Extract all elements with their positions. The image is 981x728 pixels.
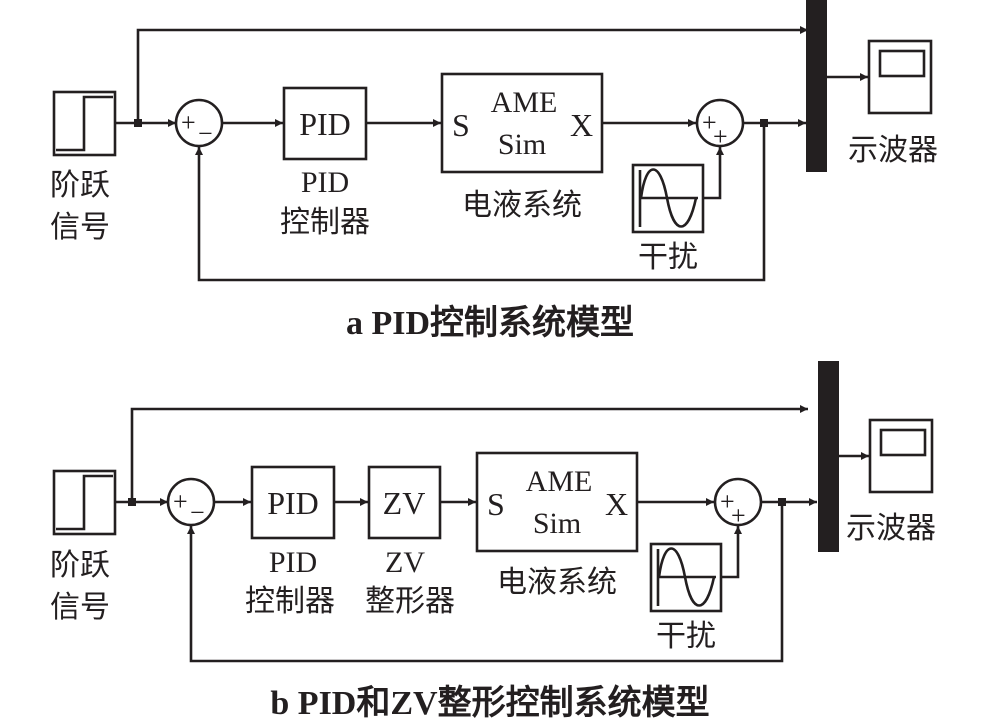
sum2-plus-sign-2: + bbox=[731, 501, 746, 530]
sum2-plus-sign-1: + bbox=[720, 487, 735, 516]
step-label-line1: 阶跃 bbox=[50, 168, 110, 203]
amesim-text-sim: Sim bbox=[498, 128, 546, 161]
scope-label: 示波器 bbox=[846, 511, 936, 546]
scope-block[interactable] bbox=[867, 39, 933, 115]
sum-junction-1[interactable]: + − bbox=[174, 98, 224, 148]
pid-controller-block[interactable]: PID bbox=[250, 465, 336, 540]
amesim-plant-block[interactable]: S AME Sim X bbox=[440, 72, 604, 174]
plant-label: 电液系统 bbox=[462, 188, 582, 223]
disturbance-label: 干扰 bbox=[638, 240, 698, 275]
scope-block[interactable] bbox=[868, 418, 934, 494]
zv-label-line1: ZV bbox=[385, 546, 425, 579]
amesim-port-s: S bbox=[452, 107, 470, 143]
step-label-line2: 信号 bbox=[50, 590, 110, 625]
disturbance-block[interactable] bbox=[649, 542, 723, 613]
signal-reference-to-mux bbox=[136, 26, 808, 123]
amesim-port-s: S bbox=[487, 486, 505, 522]
step-block[interactable] bbox=[52, 90, 117, 157]
step-label-line2: 信号 bbox=[50, 210, 110, 245]
pid-block-text: PID bbox=[299, 106, 351, 142]
caption-b: b PID和ZV整形控制系统模型 bbox=[270, 684, 709, 722]
zv-block-text: ZV bbox=[383, 485, 426, 521]
sum1-minus-sign: − bbox=[190, 498, 205, 527]
step-block[interactable] bbox=[52, 469, 117, 536]
diagram-a: 阶跃 信号 + − PID PID 控制器 S AME Sim X 电液系统 bbox=[50, 0, 938, 342]
pid-label-line1: PID bbox=[301, 166, 349, 199]
amesim-port-x: X bbox=[605, 486, 628, 522]
scope-icon bbox=[878, 49, 926, 78]
sum2-plus-sign-1: + bbox=[702, 108, 717, 137]
pid-label-line2: 控制器 bbox=[280, 205, 370, 240]
mux-bus[interactable] bbox=[806, 0, 827, 172]
pid-label-line2: 控制器 bbox=[245, 584, 335, 619]
amesim-text-sim: Sim bbox=[533, 507, 581, 540]
step-label-line1: 阶跃 bbox=[50, 548, 110, 583]
sum-junction-2[interactable]: + + bbox=[695, 98, 745, 151]
mux-bus[interactable] bbox=[818, 361, 839, 552]
sum1-plus-sign: + bbox=[173, 487, 188, 516]
sum1-minus-sign: − bbox=[198, 119, 213, 148]
zv-label-line2: 整形器 bbox=[365, 584, 455, 619]
scope-label: 示波器 bbox=[848, 133, 938, 168]
amesim-text-ame: AME bbox=[491, 86, 558, 119]
disturbance-block[interactable] bbox=[631, 163, 705, 234]
sum2-plus-sign-2: + bbox=[713, 122, 728, 151]
sum-junction-2[interactable]: + + bbox=[713, 477, 763, 530]
amesim-plant-block[interactable]: S AME Sim X bbox=[475, 451, 639, 553]
feedback-path bbox=[187, 502, 784, 663]
step-signal-icon bbox=[56, 95, 113, 152]
sine-wave-icon bbox=[656, 547, 716, 607]
scope-icon bbox=[879, 428, 927, 457]
signal-disturbance-to-sum2 bbox=[721, 526, 742, 579]
pid-label-line1: PID bbox=[269, 546, 317, 579]
amesim-port-x: X bbox=[570, 107, 593, 143]
sum1-plus-sign: + bbox=[181, 108, 196, 137]
signal-disturbance-to-sum2 bbox=[703, 147, 724, 200]
disturbance-label: 干扰 bbox=[656, 619, 716, 654]
signal-reference-to-mux bbox=[130, 405, 808, 502]
pid-controller-block[interactable]: PID bbox=[282, 86, 368, 161]
sine-wave-icon bbox=[638, 168, 698, 228]
pid-block-text: PID bbox=[267, 485, 319, 521]
sum-junction-1[interactable]: + − bbox=[166, 477, 216, 527]
feedback-path bbox=[195, 123, 766, 282]
diagram-b: 阶跃 信号 + − PID PID 控制器 ZV ZV 整形器 bbox=[50, 361, 936, 722]
amesim-text-ame: AME bbox=[526, 465, 593, 498]
step-signal-icon bbox=[56, 474, 113, 531]
zv-shaper-block[interactable]: ZV bbox=[367, 465, 442, 540]
plant-label: 电液系统 bbox=[497, 565, 617, 600]
caption-a: a PID控制系统模型 bbox=[346, 304, 634, 342]
